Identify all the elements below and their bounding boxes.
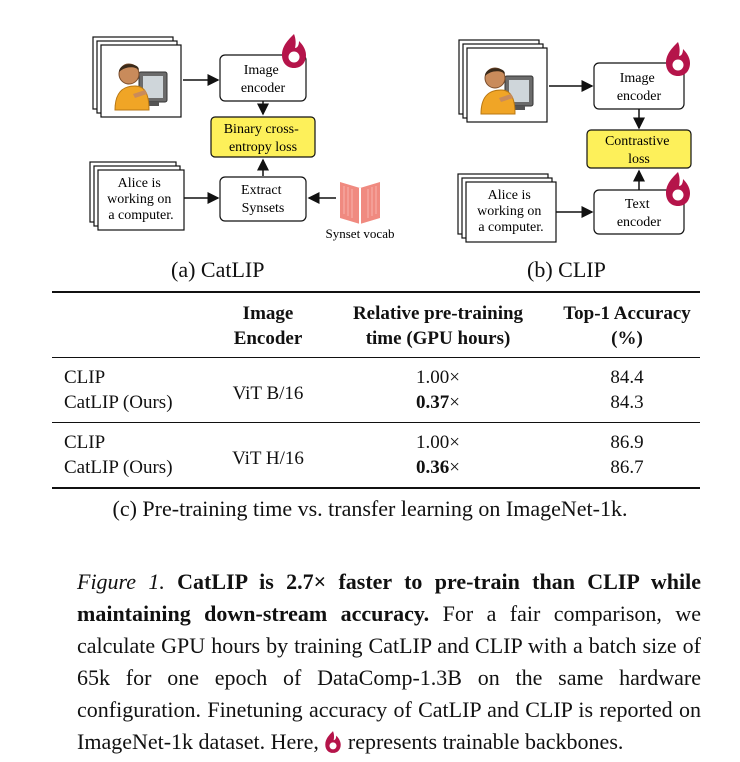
text-encoder-label: Text encoder	[617, 197, 662, 230]
text-input-b: Alice is working on a computer.	[477, 188, 545, 235]
contrastive-loss-box	[586, 129, 692, 169]
bce-loss-label: Binary cross- entropy loss	[224, 122, 303, 155]
figure-caption: Figure 1. CatLIP is 2.7× faster to pre-t…	[77, 566, 701, 758]
caption-b: (b) CLIP	[527, 257, 606, 282]
accuracy-cell: 86.7	[610, 457, 644, 478]
encoder-cell: ViT B/16	[232, 383, 304, 404]
table-row: CatLIP (Ours) 0.37× 84.3	[52, 390, 700, 423]
text-stack-b: Alice is working on a computer.	[457, 173, 557, 243]
model-name: CatLIP (Ours)	[64, 392, 173, 413]
text-input-a: Alice is working on a computer.	[107, 176, 175, 223]
accuracy-cell: 84.3	[610, 392, 644, 413]
figure-label: Figure 1.	[77, 569, 165, 594]
extract-synsets-label: Extract Synsets	[241, 183, 285, 216]
user-at-computer-icon	[108, 51, 174, 111]
table-row: CLIP ViT B/16 1.00× 84.4	[52, 357, 700, 404]
book-icon	[340, 182, 380, 224]
diagrams: Image encoder Binary cross- entropy loss…	[89, 34, 692, 243]
synset-vocab-label: Synset vocab	[326, 226, 395, 241]
figure-caption-tail: represents trainable backbones.	[347, 729, 624, 754]
encoder-cell: ViT H/16	[232, 448, 304, 469]
image-encoder-label-b: Image encoder	[617, 71, 662, 104]
model-name: CLIP	[64, 432, 106, 453]
accuracy-cell: 84.4	[610, 367, 644, 388]
time-cell: 0.37×	[416, 392, 460, 413]
time-cell: 0.36×	[416, 457, 460, 478]
diagram-clip: Image encoder Contrastive loss Alice is …	[457, 39, 692, 243]
time-cell: 1.00×	[416, 367, 460, 388]
image-encoder-label-a: Image encoder	[241, 63, 286, 96]
header-accuracy: Top-1 Accuracy(%)	[563, 303, 691, 349]
flame-icon	[282, 34, 306, 68]
contrastive-loss-label: Contrastive loss	[605, 134, 673, 167]
flame-icon	[666, 172, 690, 206]
bce-loss-box	[210, 116, 316, 158]
image-stack-a	[92, 36, 182, 118]
text-encoder-box	[593, 189, 685, 235]
image-stack-b	[458, 39, 548, 123]
text-stack-a: Alice is working on a computer.	[89, 161, 185, 231]
table-row: CLIP ViT H/16 1.00× 86.9	[52, 422, 700, 469]
table-row: CatLIP (Ours) 0.36× 86.7	[52, 455, 700, 488]
diagram-catlip: Image encoder Binary cross- entropy loss…	[89, 34, 395, 241]
user-at-computer-icon	[474, 55, 540, 115]
caption-a: (a) CatLIP	[171, 257, 265, 282]
figure-caption-body: For a fair comparison, we calculate GPU …	[77, 601, 701, 754]
flame-icon	[666, 42, 690, 76]
model-name: CLIP	[64, 367, 106, 388]
flame-icon	[325, 731, 342, 753]
accuracy-cell: 86.9	[610, 432, 644, 453]
table-caption: (c) Pre-training time vs. transfer learn…	[112, 496, 628, 521]
figure-caption-bold: CatLIP is 2.7× faster to pre-train than …	[77, 569, 702, 626]
extract-synsets-box	[219, 176, 307, 222]
model-name: CatLIP (Ours)	[64, 457, 173, 478]
time-cell: 1.00×	[416, 432, 460, 453]
